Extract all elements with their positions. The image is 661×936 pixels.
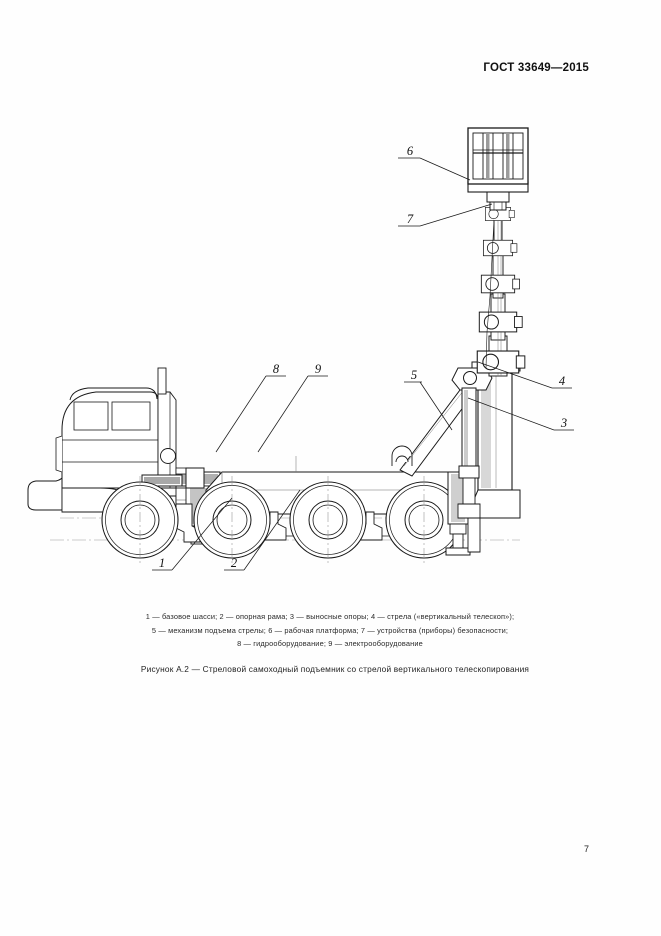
callout-leaders xyxy=(152,157,574,571)
callout-5: 5 xyxy=(411,368,417,382)
callout-6: 6 xyxy=(407,144,414,158)
callout-8: 8 xyxy=(273,362,280,376)
legend-line-2: 5 — механизм подъема стрелы; 6 — рабочая… xyxy=(151,625,509,635)
work-platform-basket xyxy=(467,127,529,193)
callout-1: 1 xyxy=(159,556,165,570)
callout-2: 2 xyxy=(231,556,237,570)
callout-9: 9 xyxy=(315,362,322,376)
truck-cab xyxy=(55,367,177,489)
lifting-platform-drawing: 6 7 5 4 3 8 9 1 2 xyxy=(27,127,574,571)
hydraulic-equipment xyxy=(141,474,183,487)
boom-roller xyxy=(391,445,413,466)
callout-labels: 6 7 5 4 3 8 9 1 2 xyxy=(159,144,567,570)
page-number: 7 xyxy=(583,844,589,854)
figure-legend: 1 — базовое шасси; 2 — опорная рама; 3 —… xyxy=(70,610,590,651)
figure-caption: Рисунок А.2 — Стреловой самоходный подъе… xyxy=(140,664,530,674)
legend-line-3: 8 — гидрооборудование; 9 — электрооборуд… xyxy=(237,639,423,649)
electrical-equipment xyxy=(185,467,205,489)
wheel-center-marks xyxy=(139,476,425,564)
callout-3: 3 xyxy=(560,416,567,430)
mast-guide-cables xyxy=(485,219,495,369)
safety-devices xyxy=(486,191,510,211)
boom-lift-mechanism xyxy=(399,367,493,519)
figure-illustration: 6 7 5 4 3 8 9 1 2 xyxy=(0,100,661,600)
callout-7: 7 xyxy=(407,212,414,226)
standard-header: ГОСТ 33649—2015 xyxy=(483,62,589,74)
callout-4: 4 xyxy=(559,374,565,388)
legend-line-1: 1 — базовое шасси; 2 — опорная рама; 3 —… xyxy=(145,612,515,621)
